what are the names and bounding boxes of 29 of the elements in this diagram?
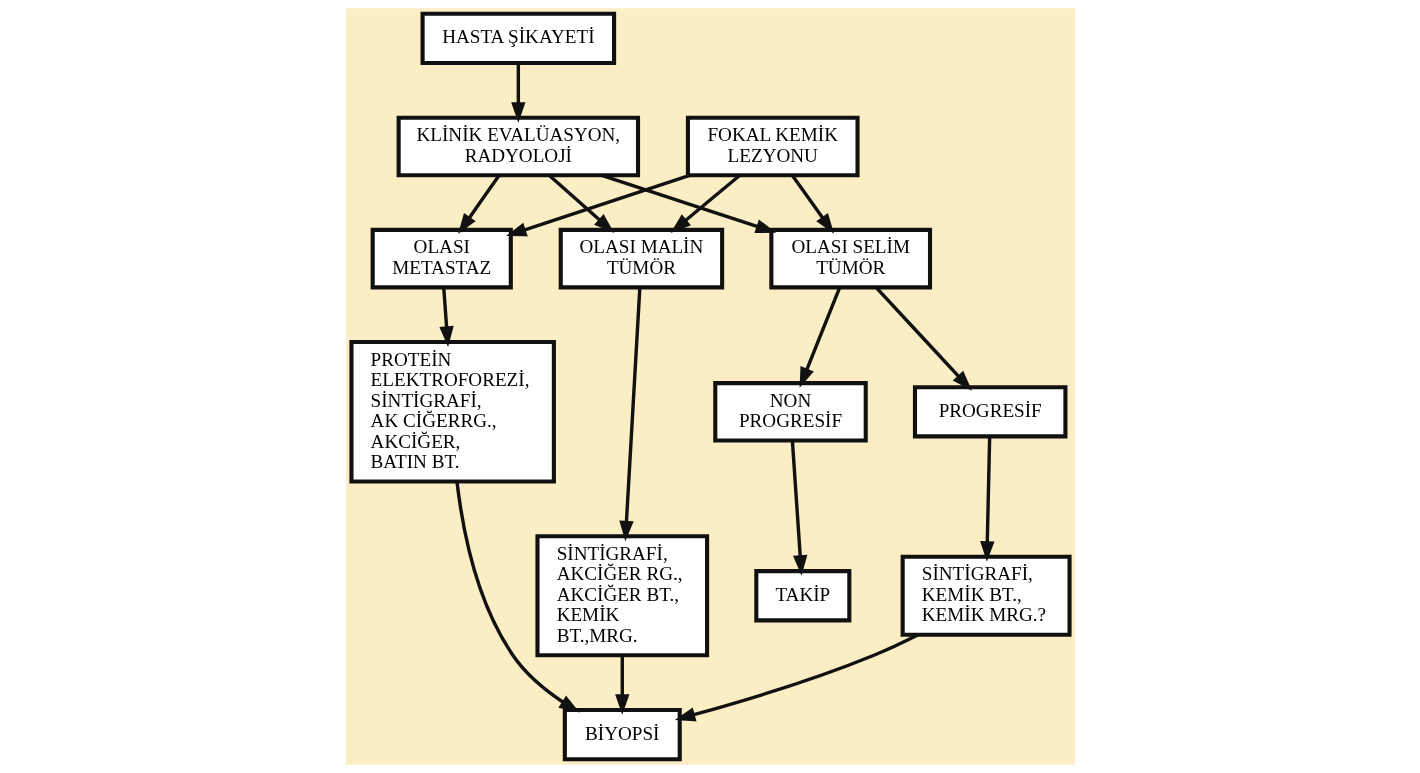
arrow [670,174,741,233]
node-box: KLİNİK EVALÜASYON, RADYOLOJİ [396,115,640,178]
node-box: SİNTİGRAFİ, AKCİĞER RG., AKCİĞER BT., KEMİK BT.,MRG. [534,534,709,658]
node-box: PROTEİN ELEKTROFOREZİ, SİNTİGRAFİ, AK CİĞERRG., AKCİĞER, BATIN BT. [348,340,556,484]
arrow [510,63,526,123]
node-box: HASTA ŞİKAYETİ [420,11,616,66]
arrow [457,174,500,234]
arrow [505,173,690,237]
arrow [614,655,629,715]
arrow [799,286,841,388]
arrow [979,436,994,562]
node-box: PROGRESİF [912,385,1067,439]
node-box: OLASI MALİN TÜMÖR [558,227,724,290]
node-box: OLASI SELİM TÜMÖR [768,227,932,290]
arrow [674,633,919,722]
arrow [600,173,776,234]
arrow [618,287,642,542]
node-box: OLASI METASTAZ [370,227,513,290]
node-box: BİYOPSİ [562,707,682,762]
node-box: NON PROGRESİF [712,381,868,443]
node-box: SİNTİGRAFİ, KEMİK BT., KEMİK MRG.? [900,554,1072,637]
node-box: TAKİP [753,569,851,623]
node-box: FOKAL KEMİK LEZYONU [685,115,860,178]
arrow [874,286,972,391]
arrow [454,481,580,713]
arrow [790,440,807,576]
arrow [547,174,614,234]
arrow [790,174,834,234]
arrow [438,287,454,347]
